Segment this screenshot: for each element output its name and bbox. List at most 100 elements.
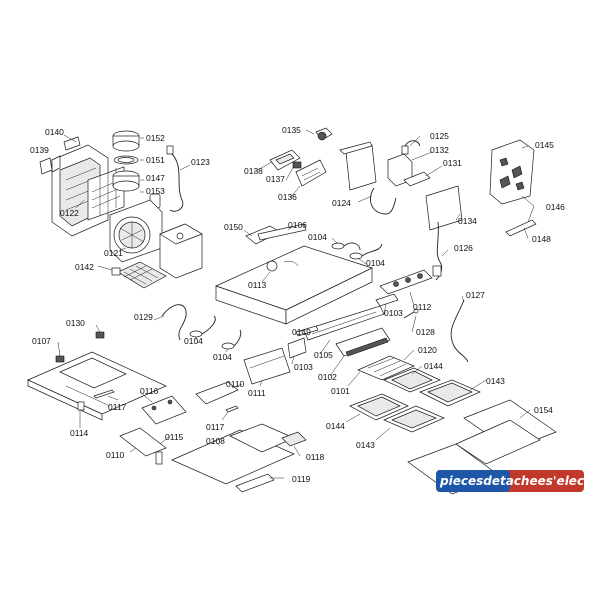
part-0103-top (375, 293, 399, 307)
label-0154: 0154 (534, 405, 553, 415)
label-0142: 0142 (75, 262, 94, 272)
label-0128: 0128 (416, 327, 435, 337)
wire-0124 (370, 187, 397, 215)
label-0140: 0140 (45, 127, 64, 137)
label-0137: 0137 (266, 174, 285, 184)
lamp-panel-0120 (357, 355, 415, 381)
mount-box (159, 223, 203, 279)
cover-0145 (489, 139, 535, 205)
label-0127: 0127 (466, 290, 485, 300)
bracket-0148 (505, 219, 537, 237)
filter-0144b (349, 393, 409, 421)
part-labels: 0140 0152 0139 0151 0123 0147 0153 0122 … (30, 125, 565, 484)
label-0149: 0149 (292, 327, 311, 337)
channel-0111 (243, 347, 291, 385)
label-0126: 0126 (454, 243, 473, 253)
label-0131: 0131 (443, 158, 462, 168)
connector-0104d (221, 329, 242, 350)
panel-0108 (171, 423, 295, 485)
label-0145: 0145 (535, 140, 554, 150)
filter-0142 (111, 261, 167, 289)
label-0104-c: 0104 (184, 336, 203, 346)
switch-0135 (315, 127, 333, 141)
label-0116: 0116 (140, 386, 159, 396)
label-0124: 0124 (332, 198, 351, 208)
panel-0102 (335, 327, 391, 357)
label-0148: 0148 (532, 234, 551, 244)
transformer-0132 (387, 140, 421, 187)
clip-0130 (95, 331, 105, 339)
clip-0137 (292, 161, 302, 169)
label-0107: 0107 (32, 336, 51, 346)
label-0103-a: 0103 (384, 308, 403, 318)
label-0134: 0134 (458, 216, 477, 226)
label-0111: 0111 (248, 388, 266, 398)
label-0120: 0120 (418, 345, 437, 355)
watermark-text: piecesdetachees'elec.com (439, 474, 600, 488)
label-0143-a: 0143 (486, 376, 505, 386)
label-0110-a: 0110 (226, 379, 245, 389)
control-panel-0112 (379, 269, 433, 295)
panel-0134 (425, 185, 463, 231)
label-0119: 0119 (292, 474, 311, 484)
label-0110-b: 0110 (106, 450, 125, 460)
label-0103-b: 0103 (294, 362, 313, 372)
label-0139: 0139 (30, 145, 49, 155)
label-0104-d: 0104 (213, 352, 232, 362)
board-0138 (269, 149, 301, 171)
fan-motor-0121 (109, 199, 163, 263)
label-0112: 0112 (413, 302, 432, 312)
wire-0127 (450, 299, 469, 363)
piece-0103-bottom (287, 337, 307, 359)
motor-collar-0147 (112, 170, 140, 192)
tray-0110a (195, 381, 239, 405)
relay-0131 (403, 171, 431, 187)
screw-0128 (403, 308, 419, 319)
label-0150: 0150 (224, 222, 243, 232)
label-0135: 0135 (282, 125, 301, 135)
clip-0107 (55, 355, 65, 363)
bracket-0140 (63, 136, 81, 151)
hood-top-0113 (215, 245, 373, 325)
label-0146: 0146 (546, 202, 565, 212)
panel-0116 (141, 395, 187, 425)
filter-0143b (383, 405, 445, 433)
filter-0144a (383, 367, 441, 393)
wire-0123 (166, 145, 184, 212)
wire-0129 (161, 304, 187, 341)
label-0117-b: 0117 (206, 422, 225, 432)
bracket-0139 (39, 157, 53, 175)
label-0144-a: 0144 (424, 361, 443, 371)
label-0117-a: 0117 (108, 402, 127, 412)
board-0136 (295, 159, 327, 187)
label-0144-b: 0144 (326, 421, 345, 431)
label-0130: 0130 (66, 318, 85, 328)
rod-0117a (93, 389, 115, 399)
label-0138: 0138 (244, 166, 263, 176)
label-0151: 0151 (146, 155, 165, 165)
label-0113: 0113 (248, 280, 267, 290)
ring-0151 (113, 155, 139, 165)
label-0105: 0105 (314, 350, 333, 360)
leader-lines (57, 129, 535, 479)
label-0104-a: 0104 (308, 232, 327, 242)
label-0118: 0118 (306, 452, 325, 462)
label-0132: 0132 (430, 145, 449, 155)
connector-0104a (331, 242, 361, 251)
rail-0119 (235, 473, 275, 493)
block-0118 (281, 431, 307, 447)
label-0115: 0115 (165, 432, 184, 442)
label-0153: 0153 (146, 186, 165, 196)
filter-0143a (419, 379, 481, 407)
rod-0117b (225, 405, 239, 413)
bracket-frame (339, 141, 377, 191)
label-0125: 0125 (430, 131, 449, 141)
label-0101: 0101 (331, 386, 350, 396)
label-0121: 0121 (104, 248, 123, 258)
label-0104-b: 0104 (366, 258, 385, 268)
label-0152: 0152 (146, 133, 165, 143)
label-0123: 0123 (191, 157, 210, 167)
label-0129: 0129 (134, 312, 153, 322)
motor-collar-0152 (112, 130, 140, 152)
